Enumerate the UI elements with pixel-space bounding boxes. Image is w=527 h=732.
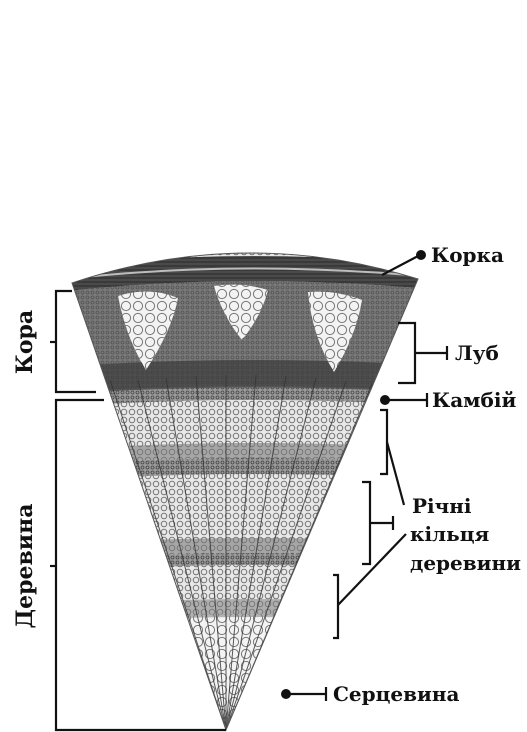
label-lub: Луб	[455, 341, 499, 365]
pointer-kambii	[380, 393, 427, 407]
pointer-lub	[398, 323, 447, 383]
pointer-sertsevyna	[281, 687, 326, 701]
label-kora: Кора	[12, 310, 38, 374]
label-richni-line1: Річні	[412, 494, 472, 518]
label-korka: Корка	[431, 243, 504, 267]
pointer-korka	[382, 250, 426, 275]
wood-wedge	[0, 200, 527, 732]
label-kambii: Камбій	[432, 388, 516, 412]
label-derevyna: Деревина	[12, 504, 38, 629]
label-sertsevyna: Серцевина	[333, 682, 459, 706]
pith-region	[0, 614, 527, 732]
label-richni-line3: деревини	[410, 551, 521, 575]
label-richni-line2: кільця	[410, 522, 489, 546]
